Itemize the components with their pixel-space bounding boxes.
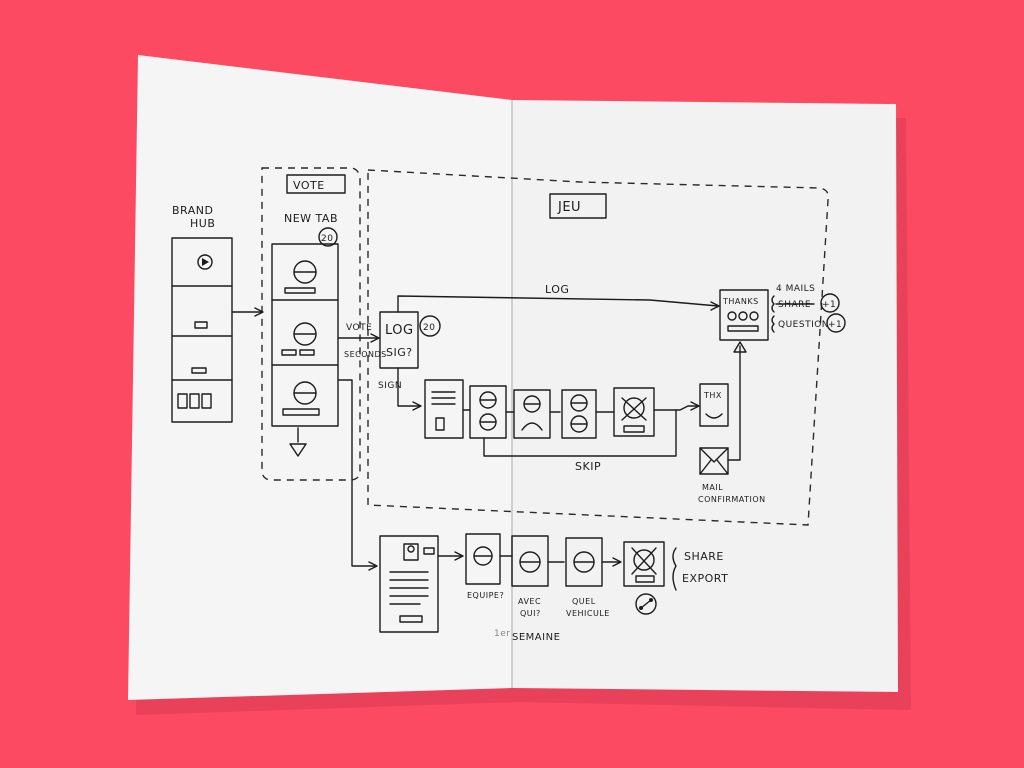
confirmation-label: CONFIRMATION: [698, 495, 766, 504]
equipe-label: EQUIPE?: [467, 591, 504, 600]
log-sig-box: [379, 311, 419, 369]
thanks-label: THANKS: [722, 297, 759, 306]
vote-region: [261, 167, 361, 481]
left-page: [128, 55, 512, 700]
qui-label: QUI?: [520, 609, 541, 618]
log-sig-badge: 20: [423, 323, 435, 333]
game-screen-3: [513, 389, 551, 439]
week-screen-result: [623, 541, 665, 587]
mail-icon: [699, 447, 729, 475]
jeu-label: JEU: [557, 200, 581, 215]
jeu-label-box: [549, 193, 607, 219]
skip-label: SKIP: [575, 460, 601, 473]
thx-screen: [699, 383, 729, 427]
week-screen-equipe: [465, 533, 501, 585]
brand-hub-label-1: BRAND: [172, 204, 213, 217]
avec-label: AVEC: [518, 597, 541, 606]
vote-small-label: VOTE: [346, 323, 372, 333]
log-sig-label-2: SIG?: [386, 346, 413, 359]
game-screen-5: [613, 387, 655, 437]
brand-hub-phone: [171, 237, 233, 423]
thanks-screen: [719, 289, 769, 341]
week-screen-avec: [511, 535, 549, 587]
thx-label: THX: [703, 391, 722, 400]
seconds-label: SECONDS: [344, 350, 387, 359]
log-sig-label-1: LOG: [385, 323, 414, 338]
sign-label: SIGN: [378, 381, 402, 391]
game-screen-1: [424, 379, 464, 439]
quel-label: QUEL: [572, 597, 596, 606]
export-label: EXPORT: [682, 572, 728, 585]
share-icon: [635, 593, 657, 615]
new-tab-screen: [271, 243, 339, 427]
jeu-region: [367, 169, 830, 526]
question-label: QUESTION: [778, 320, 829, 330]
vehicule-label: VEHICULE: [566, 609, 610, 618]
semaine-label: SEMAINE: [512, 632, 560, 643]
log-path-label: LOG: [545, 283, 569, 296]
brand-hub-label-2: HUB: [190, 217, 215, 230]
week-screen-1: [379, 535, 439, 633]
plus-one-b: +1: [828, 320, 842, 330]
game-screen-4: [561, 389, 597, 439]
vote-label-box: [286, 174, 346, 194]
semaine-prefix: 1er: [494, 629, 510, 639]
share-label: SHARE: [684, 550, 724, 563]
play-icon: [197, 254, 213, 270]
four-mails-label: 4 MAILS: [776, 284, 815, 294]
vote-label: VOTE: [293, 179, 325, 192]
right-page: [512, 100, 898, 692]
share-struck-label: SHARE: [778, 300, 811, 310]
mail-label: MAIL: [702, 483, 723, 492]
new-tab-label: NEW TAB: [284, 212, 338, 225]
new-tab-badge: 20: [321, 234, 333, 244]
plus-one-a: +1: [822, 300, 836, 310]
